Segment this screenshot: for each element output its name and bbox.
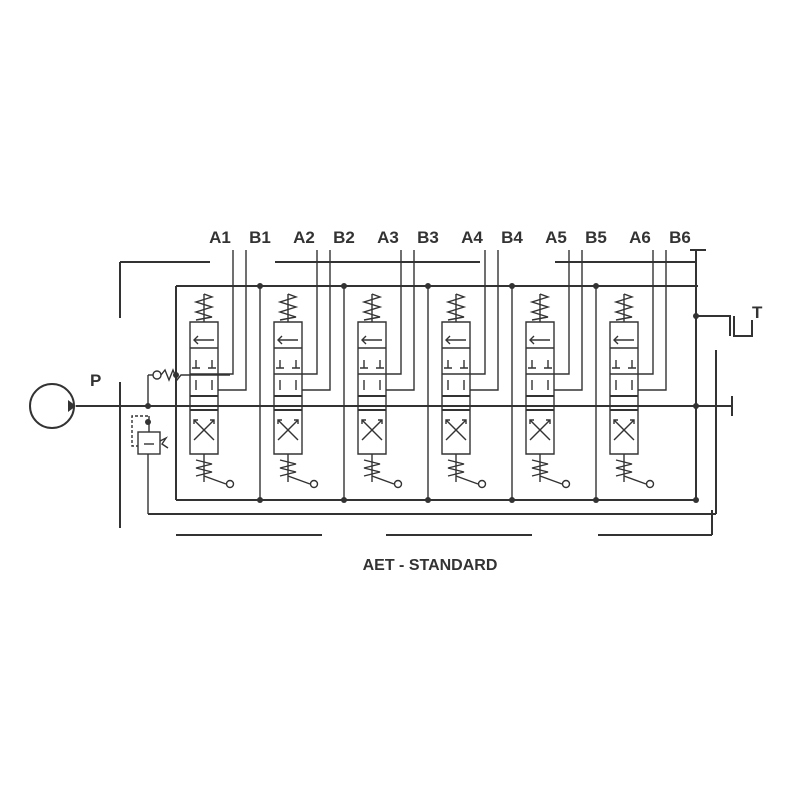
check-valve (147, 368, 230, 406)
junction-dot (693, 497, 699, 503)
port-label-a: A2 (293, 228, 315, 247)
port-label-b: B2 (333, 228, 355, 247)
port-label-b: B1 (249, 228, 271, 247)
junction-dot (341, 497, 347, 503)
valve-section-3 (343, 250, 415, 500)
pump-symbol (29, 383, 76, 429)
port-label-b: B5 (585, 228, 607, 247)
valve-section-2 (259, 250, 331, 500)
junction-dot (425, 283, 431, 289)
valve-section-4 (427, 250, 499, 500)
junction-dot (173, 372, 179, 378)
junction-dot (593, 283, 599, 289)
port-label-a: A6 (629, 228, 651, 247)
tank-label: T (752, 303, 763, 322)
valve-section-6 (595, 250, 667, 500)
tank-connection (696, 315, 753, 337)
valve-section-5 (511, 250, 583, 500)
junction-dot (145, 419, 151, 425)
diagram-caption: AET - STANDARD (363, 557, 498, 574)
junction-dot (341, 283, 347, 289)
port-label-b: B6 (669, 228, 691, 247)
port-label-a: A1 (209, 228, 231, 247)
relief-valve (131, 415, 169, 514)
junction-dot (509, 497, 515, 503)
port-label-b: B4 (501, 228, 523, 247)
junction-dots (145, 283, 699, 503)
valve-sections (189, 250, 667, 500)
junction-dot (509, 283, 515, 289)
pump-label: P (90, 371, 101, 390)
pressure-line (76, 396, 733, 416)
junction-dot (593, 497, 599, 503)
port-label-b: B3 (417, 228, 439, 247)
port-label-a: A3 (377, 228, 399, 247)
port-label-a: A4 (461, 228, 483, 247)
junction-dot (257, 283, 263, 289)
junction-dot (425, 497, 431, 503)
port-label-a: A5 (545, 228, 567, 247)
port-labels: A1 B1 A2 B2 A3 B3 A4 B4 A5 B5 A6 B6 (209, 228, 691, 247)
valve-section-1 (189, 250, 247, 489)
junction-dot (257, 497, 263, 503)
junction-dot (693, 403, 699, 409)
junction-dot (693, 313, 699, 319)
junction-dot (145, 403, 151, 409)
